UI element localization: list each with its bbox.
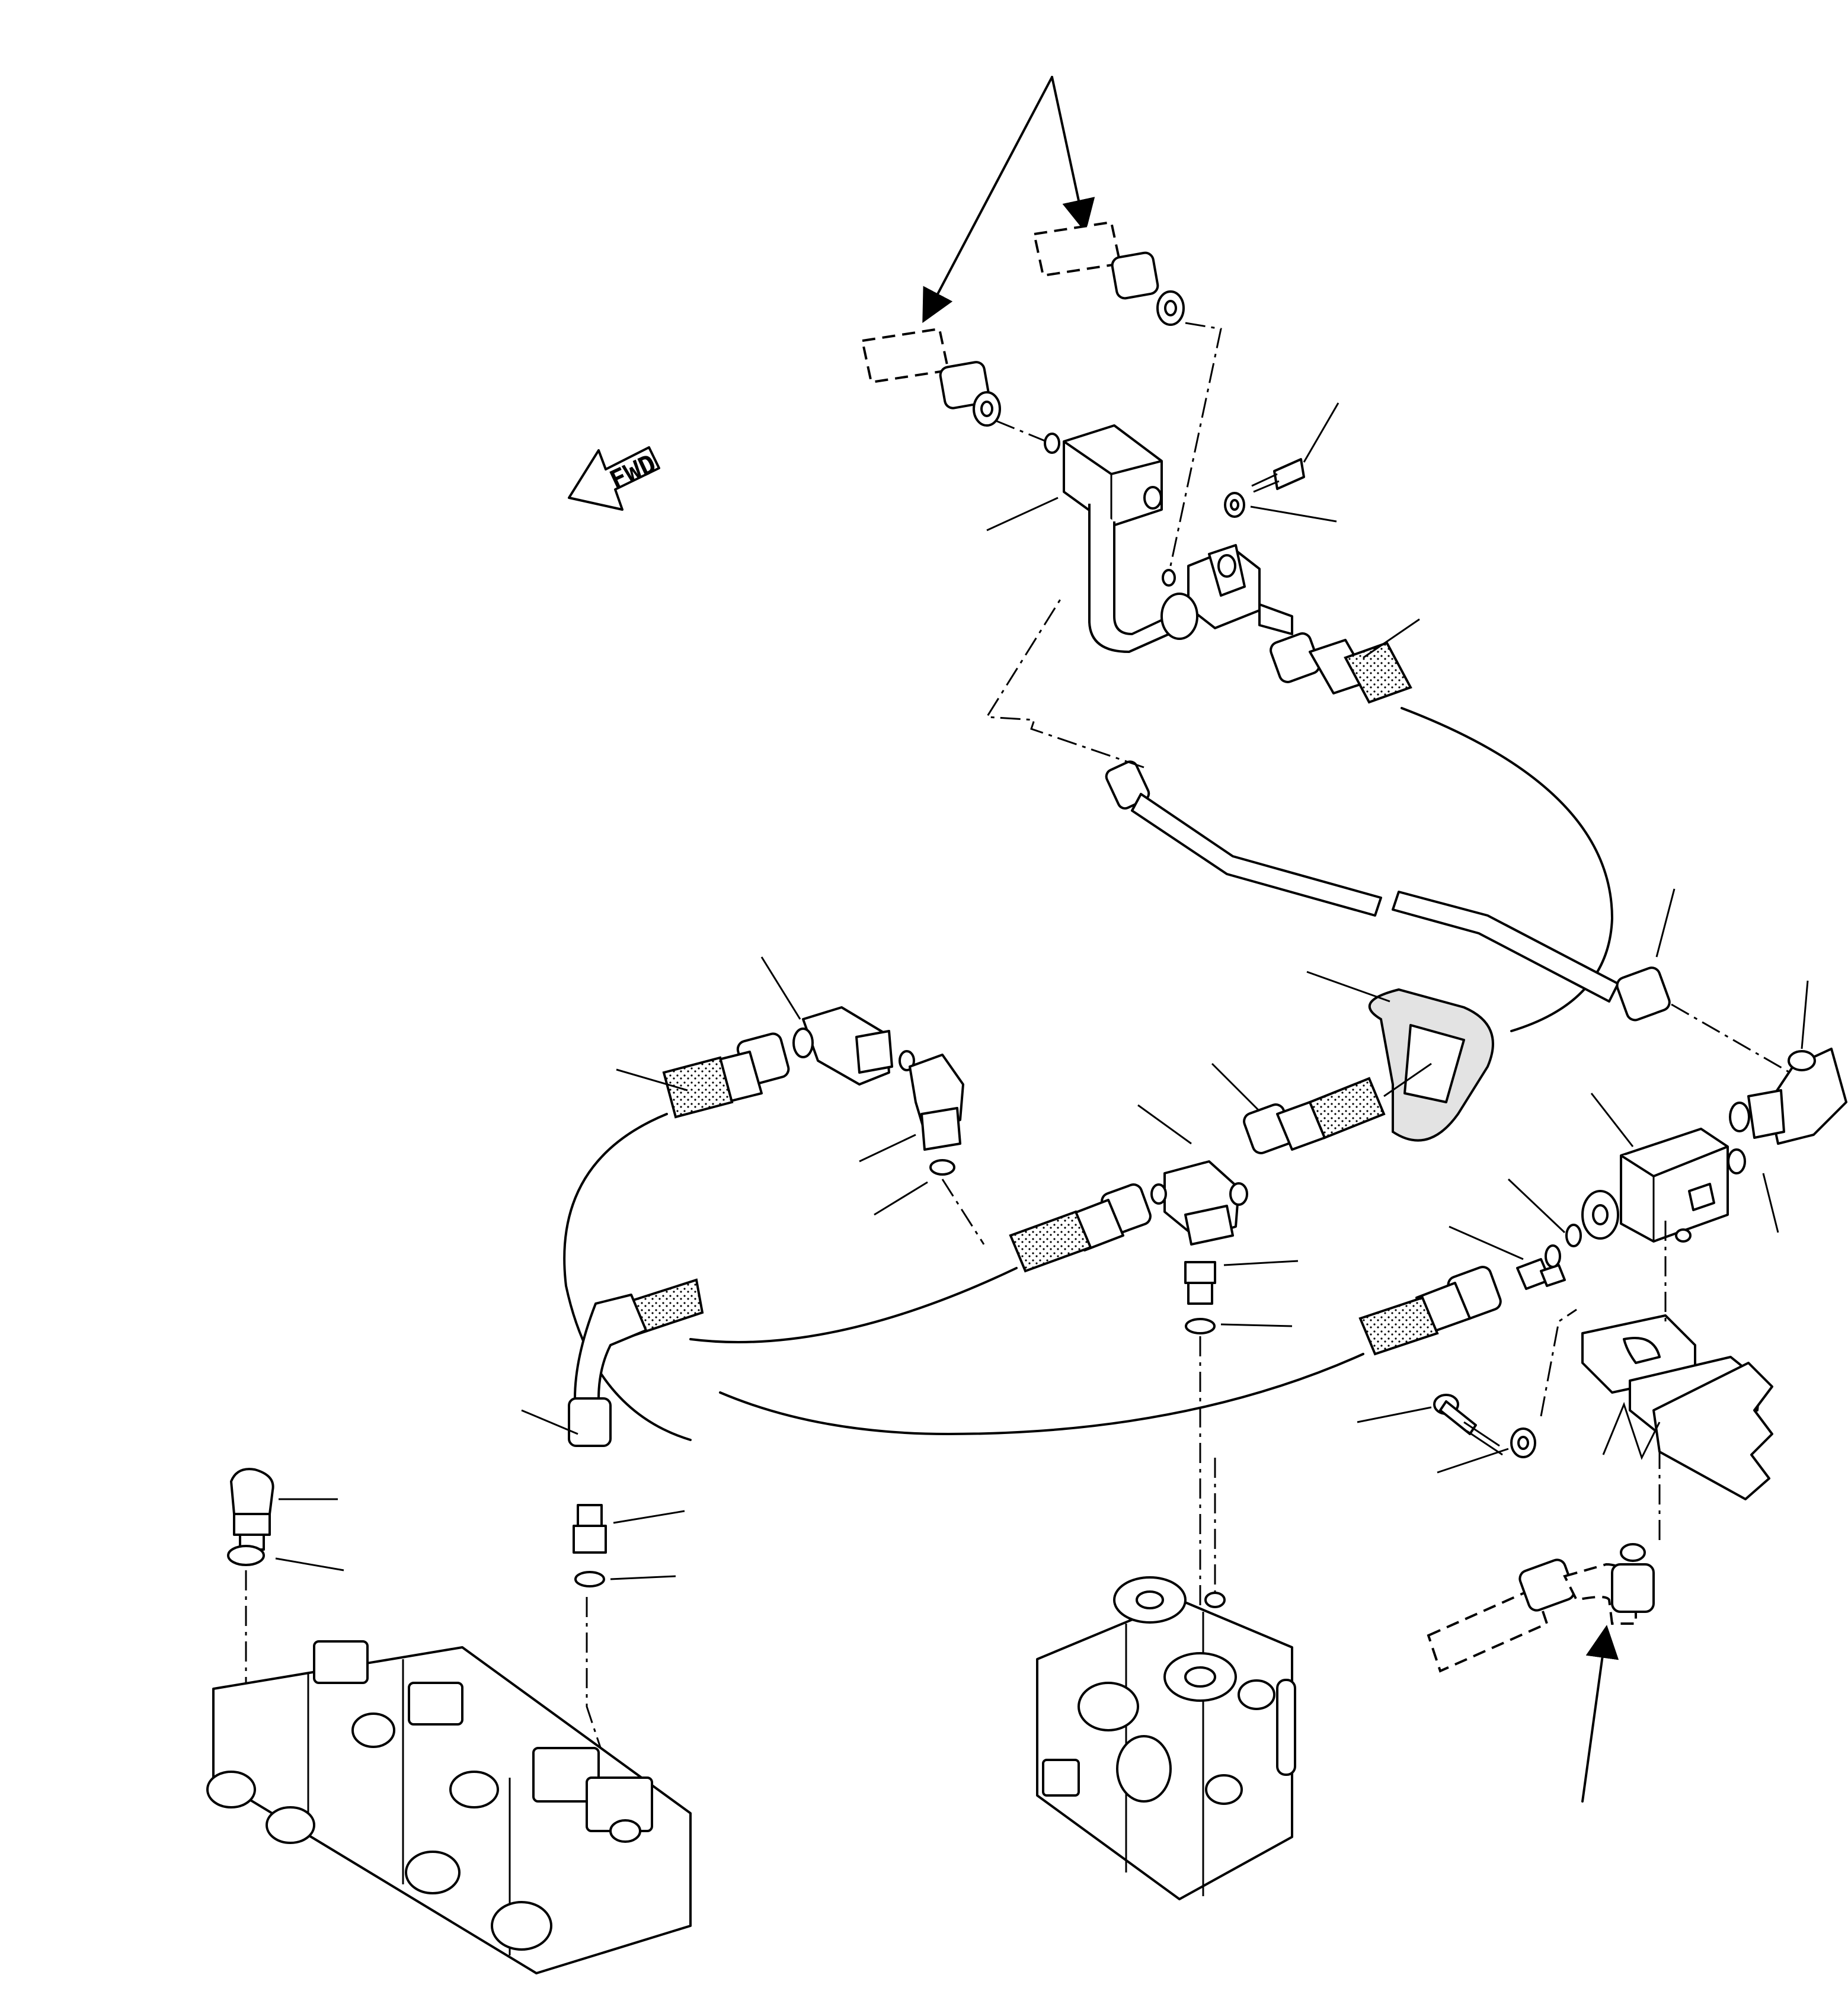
- reference-arrows-top: [922, 76, 1095, 324]
- elbow-fitting-downturned: [899, 1050, 985, 1245]
- hose-center-right: [1243, 1062, 1432, 1154]
- check-valve-block: [1581, 1128, 1746, 1243]
- lock-washer-lower: [1510, 1427, 1536, 1458]
- callout-leader: [1437, 1448, 1509, 1474]
- callout-leader: [859, 1134, 916, 1163]
- tube-long: [985, 598, 1791, 1074]
- callout-leader: [1762, 1173, 1779, 1233]
- callout-leader: [874, 1181, 928, 1216]
- callout-leader: [1211, 1062, 1261, 1112]
- callout-leader: [275, 1557, 344, 1571]
- elbow-fitting-right: [1729, 1048, 1847, 1145]
- callout-leader: [616, 1068, 688, 1091]
- fwd-orientation-badge: FWD: [568, 446, 661, 511]
- grommet: [1368, 988, 1494, 1142]
- elbow-fitting-upper-left: [736, 1006, 893, 1086]
- forward-direction-arrow-icon: [568, 446, 660, 511]
- cap-screw: [1251, 458, 1305, 493]
- callout-leader: [986, 497, 1059, 532]
- callout-leader: [1306, 971, 1390, 1003]
- bracket-plate: [1652, 1362, 1773, 1500]
- control-valve-block-left: [206, 1640, 692, 1974]
- hose-end-lower: [861, 327, 1001, 427]
- tee-fitting-with-clamp: [1160, 544, 1293, 640]
- callout-leader: [610, 1575, 676, 1580]
- callout-leader: [1220, 1323, 1293, 1327]
- leader-callouts: [275, 402, 1809, 1580]
- tee-fitting-center: [1150, 1160, 1248, 1246]
- callout-leader: [1655, 888, 1676, 958]
- callout-leader: [1449, 1225, 1524, 1260]
- callout-leader: [521, 1409, 578, 1435]
- callout-leader: [1363, 618, 1420, 659]
- callout-leader: [760, 956, 801, 1020]
- callout-leader: [1137, 1104, 1192, 1145]
- callout-leader: [613, 1510, 685, 1524]
- callout-leader: [1507, 1178, 1566, 1234]
- hose-end-upper: [1032, 220, 1185, 326]
- cap-screw-lower: [1433, 1394, 1503, 1456]
- callout-leader: [1602, 1401, 1661, 1460]
- valve-section-center: [1036, 1458, 1296, 1900]
- callout-leader: [1303, 402, 1339, 463]
- hose-center-left: [689, 1183, 1152, 1343]
- swivel-elbow-lower-left: [568, 1278, 704, 1849]
- o-ring-plug: [227, 1545, 265, 1689]
- reference-hose-lower-right: [1427, 1543, 1655, 1803]
- adapter-and-o-ring-center: [1184, 1261, 1216, 1612]
- callout-leader: [1223, 1260, 1299, 1266]
- pressure-switch: [1044, 424, 1184, 653]
- hose-to-right-loop: [1270, 632, 1613, 1032]
- callout-leader: [1590, 1093, 1634, 1147]
- callout-leader: [1357, 1406, 1432, 1423]
- hose-checkvalve-left: [719, 1266, 1502, 1435]
- adapter-and-o-ring-checkvalve: [1516, 1224, 1582, 1290]
- callout-leader: [1250, 505, 1337, 523]
- lock-washer: [1224, 492, 1245, 518]
- callout-leader: [1801, 980, 1809, 1049]
- hose-upper-left: [563, 1051, 763, 1441]
- plug: [230, 1468, 274, 1551]
